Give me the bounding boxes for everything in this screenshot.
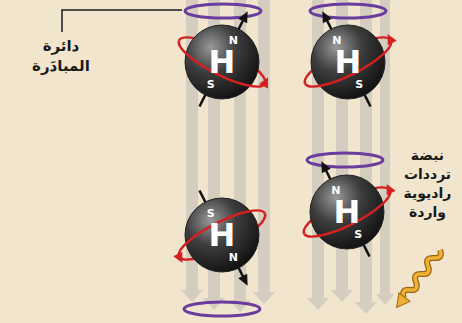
pulse-label: نبضة ترددات راديوية واردة [397, 146, 458, 222]
hydrogen-nucleus: NHS [185, 25, 259, 99]
pole-label: S [207, 79, 215, 90]
precession-circles [184, 4, 386, 316]
pole-label: N [332, 34, 341, 45]
callout-label: دائرة المبادَرة [16, 36, 106, 77]
precession-circle [307, 153, 383, 167]
magnetic-field-arrows [181, 0, 394, 314]
spin-arrowhead [321, 161, 330, 173]
pole-label: N [331, 184, 340, 195]
orbit-arrowhead [382, 182, 395, 195]
wave [401, 248, 443, 301]
pole-label: S [354, 229, 362, 240]
pole-label: S [355, 79, 363, 90]
atom-symbol: H [209, 219, 236, 251]
pole-label: N [229, 34, 238, 45]
spin-arrowhead [238, 11, 247, 23]
orbit-arrowhead [259, 75, 272, 88]
precession-circle [184, 302, 260, 316]
spin-arrowhead [238, 274, 247, 286]
pole-label: S [207, 207, 215, 218]
atom-symbol: H [334, 196, 361, 228]
hydrogen-nucleus: SHN [185, 198, 259, 272]
atom-symbol: H [335, 46, 362, 78]
rf-pulse-wave [391, 246, 446, 312]
atom-symbol: H [209, 46, 236, 78]
spin-orbit [173, 40, 265, 95]
leader-line [62, 10, 182, 32]
orbit-arrowhead [383, 32, 396, 45]
spin-arrowhead [322, 11, 331, 23]
field-arrow [253, 0, 275, 304]
precession-circle [185, 4, 261, 18]
spin-orbit [305, 40, 397, 95]
hydrogen-nucleus: NHS [311, 25, 385, 99]
spin-orbit [173, 202, 265, 257]
precession-circle [310, 4, 386, 18]
spin-orbit [304, 190, 396, 245]
orbit-arrowhead [173, 252, 186, 265]
wave-head [391, 293, 410, 312]
hydrogen-nucleus: NHS [310, 175, 384, 249]
pole-label: N [229, 252, 238, 263]
wave-outline [401, 248, 443, 301]
